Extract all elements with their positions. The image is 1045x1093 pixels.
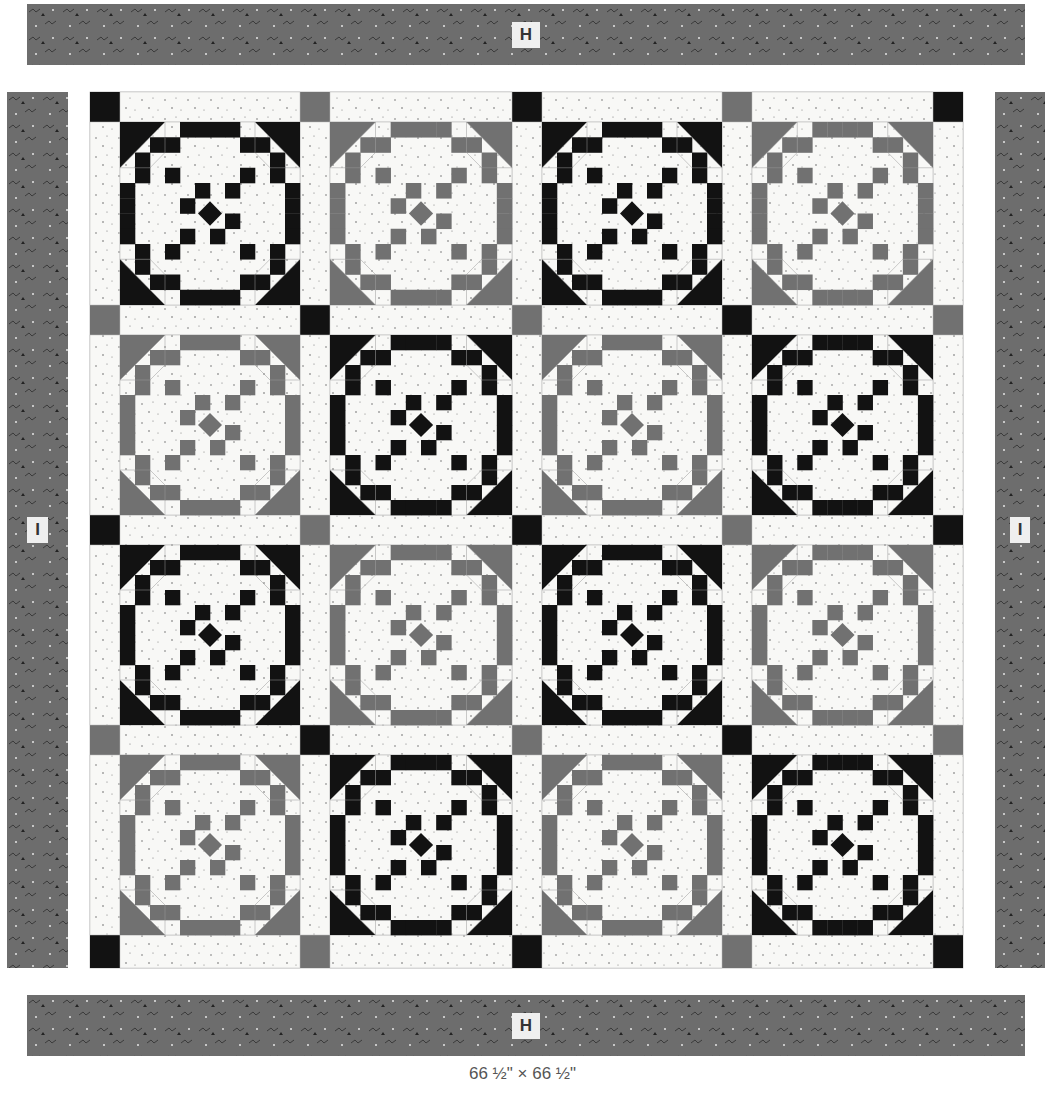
sashing	[300, 122, 330, 305]
quilt-block	[752, 335, 933, 515]
corner-post	[300, 515, 330, 545]
corner-post	[90, 935, 120, 968]
sashing	[542, 305, 722, 335]
right-border-band: I	[995, 92, 1045, 968]
corner-post	[512, 935, 542, 968]
sashing	[120, 515, 300, 545]
quilt-block	[120, 335, 300, 515]
sashing	[542, 515, 722, 545]
corner-post	[90, 305, 120, 335]
corner-post	[933, 725, 963, 755]
sashing	[933, 755, 963, 935]
corner-post	[90, 725, 120, 755]
quilt-block	[330, 755, 512, 935]
sashing	[722, 335, 752, 515]
sashing	[90, 122, 120, 305]
quilt-block	[120, 122, 300, 305]
corner-post	[90, 515, 120, 545]
sashing	[512, 122, 542, 305]
top-border-band: H	[27, 4, 1025, 65]
sashing	[90, 545, 120, 725]
corner-post	[722, 92, 752, 122]
quilt-block	[120, 545, 300, 725]
corner-post	[933, 92, 963, 122]
quilt-block	[120, 755, 300, 935]
sashing	[933, 545, 963, 725]
sashing	[722, 545, 752, 725]
piece-letter: H	[512, 1013, 540, 1039]
sashing	[330, 92, 512, 122]
quilt-block	[330, 335, 512, 515]
finished-size: 66 ½" × 66 ½"	[0, 1064, 1045, 1084]
sashing	[90, 755, 120, 935]
sashing	[120, 92, 300, 122]
corner-post	[512, 305, 542, 335]
quilt-block	[752, 122, 933, 305]
sashing	[752, 515, 933, 545]
quilt-block	[542, 122, 722, 305]
quilt-block	[752, 755, 933, 935]
left-border-band: I	[7, 92, 68, 968]
sashing	[752, 92, 933, 122]
corner-post	[90, 92, 120, 122]
sashing	[300, 545, 330, 725]
sashing	[542, 92, 722, 122]
sashing	[330, 305, 512, 335]
sashing	[120, 725, 300, 755]
sashing	[90, 335, 120, 515]
sashing	[330, 935, 512, 968]
sashing	[722, 122, 752, 305]
corner-post	[933, 515, 963, 545]
corner-post	[933, 935, 963, 968]
corner-post	[933, 305, 963, 335]
quilt-block	[542, 335, 722, 515]
sashing	[512, 335, 542, 515]
quilt-block	[542, 545, 722, 725]
quilt-block	[330, 545, 512, 725]
sashing	[300, 755, 330, 935]
sashing	[120, 305, 300, 335]
corner-post	[722, 725, 752, 755]
corner-post	[300, 935, 330, 968]
piece-letter: H	[512, 22, 540, 48]
sashing	[752, 305, 933, 335]
sashing	[512, 755, 542, 935]
quilt-block	[330, 122, 512, 305]
sashing	[933, 122, 963, 305]
corner-post	[300, 92, 330, 122]
corner-post	[722, 305, 752, 335]
sashing	[933, 335, 963, 515]
sashing	[722, 755, 752, 935]
sashing	[512, 545, 542, 725]
sashing	[330, 725, 512, 755]
corner-post	[300, 725, 330, 755]
piece-letter: I	[27, 517, 48, 543]
sashing	[752, 725, 933, 755]
sashing	[120, 935, 300, 968]
bottom-border-band: H	[27, 995, 1025, 1056]
corner-post	[512, 92, 542, 122]
sashing	[330, 515, 512, 545]
piece-letter: I	[1010, 517, 1031, 543]
quilt-block	[752, 545, 933, 725]
quilt-block	[542, 755, 722, 935]
corner-post	[722, 515, 752, 545]
corner-post	[512, 515, 542, 545]
corner-post	[300, 305, 330, 335]
sashing	[542, 725, 722, 755]
sashing	[542, 935, 722, 968]
sashing	[752, 935, 933, 968]
sashing	[300, 335, 330, 515]
corner-post	[722, 935, 752, 968]
corner-post	[512, 725, 542, 755]
